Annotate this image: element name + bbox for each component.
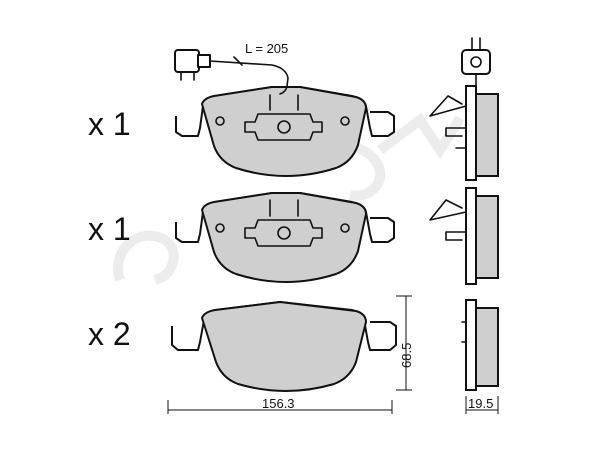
quantity-label-2: x 1 — [88, 211, 131, 247]
side-view-1 — [429, 37, 499, 181]
brake-pad-1 — [174, 49, 395, 177]
height-dimension: 68.5 — [396, 295, 414, 391]
thickness-dimension-label: 19.5 — [468, 396, 493, 411]
brake-pad-2 — [175, 192, 395, 283]
width-dimension-label: 156.3 — [262, 396, 295, 411]
quantity-label-1: x 1 — [88, 106, 131, 142]
sensor-length-label: L = 205 — [245, 41, 288, 56]
height-dimension-label: 68.5 — [399, 343, 414, 368]
friction-material — [201, 192, 367, 283]
side-view-2 — [429, 187, 499, 285]
brake-pad-3 — [171, 301, 397, 392]
quantity-label-3: x 2 — [88, 316, 131, 352]
thickness-dimension: 19.5 — [465, 396, 499, 414]
side-view-3 — [461, 299, 499, 391]
width-dimension: 156.3 — [167, 396, 393, 414]
friction-material — [201, 86, 367, 177]
friction-material — [201, 301, 367, 392]
